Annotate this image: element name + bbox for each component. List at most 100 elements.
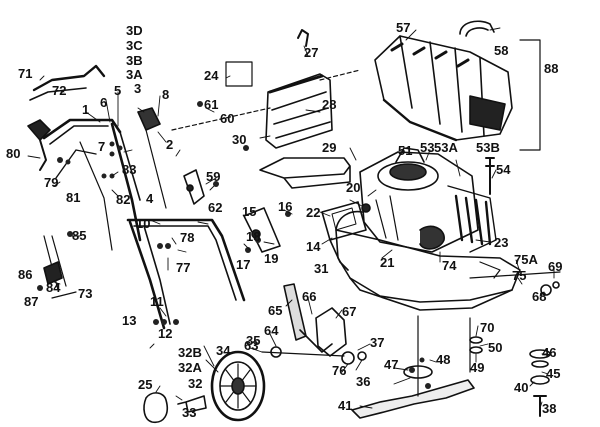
callout: 18 bbox=[246, 229, 261, 244]
callout: 19 bbox=[264, 251, 279, 266]
callout: 61 bbox=[204, 97, 219, 112]
callout: 37 bbox=[370, 335, 385, 350]
callout: 22 bbox=[306, 205, 321, 220]
callout: 69 bbox=[548, 259, 563, 274]
front-wheel bbox=[143, 392, 168, 424]
spark-plug bbox=[485, 157, 495, 195]
callout: 35 bbox=[246, 333, 261, 348]
callout: 82 bbox=[116, 192, 131, 207]
deck-spacer bbox=[529, 349, 551, 385]
callout: 10 bbox=[136, 216, 151, 231]
callout: 48 bbox=[436, 352, 451, 367]
callout: 80 bbox=[6, 146, 21, 161]
callout: 20 bbox=[346, 180, 361, 195]
callout: 2 bbox=[166, 137, 174, 152]
callout: 17 bbox=[236, 257, 251, 272]
callout: 41 bbox=[338, 398, 353, 413]
callout: 74 bbox=[442, 258, 457, 273]
callout: 58 bbox=[494, 43, 509, 58]
cable-assembly bbox=[29, 64, 106, 299]
side-shaft-fittings bbox=[469, 271, 561, 279]
height-adjuster-plate bbox=[315, 307, 347, 357]
callout: 21 bbox=[380, 255, 395, 270]
throttle-lever bbox=[137, 107, 167, 209]
callout: 79 bbox=[44, 175, 59, 190]
callout: 60 bbox=[220, 111, 235, 126]
callout: 54 bbox=[496, 162, 511, 177]
callout: 57 bbox=[396, 20, 411, 35]
cable-clamp bbox=[183, 169, 205, 205]
callout: 3C bbox=[126, 38, 143, 53]
catcher-bag bbox=[374, 35, 513, 142]
height-adjuster-lever bbox=[283, 283, 333, 353]
callout: 72 bbox=[52, 83, 67, 98]
callout: 49 bbox=[470, 360, 485, 375]
callout: 59 bbox=[206, 169, 221, 184]
callout: 32B bbox=[178, 345, 202, 360]
callout: 13 bbox=[122, 313, 137, 328]
callout: 73 bbox=[78, 286, 93, 301]
rear-flap bbox=[321, 201, 371, 271]
callout: 53A bbox=[434, 140, 458, 155]
callout: 3D bbox=[126, 23, 143, 38]
callout: 68 bbox=[532, 289, 547, 304]
blade bbox=[351, 379, 475, 419]
mower-deck bbox=[335, 210, 521, 311]
mounting-bracket bbox=[225, 61, 253, 87]
callout: 53 bbox=[420, 140, 435, 155]
callout: 1 bbox=[82, 102, 90, 117]
callout: 85 bbox=[72, 228, 87, 243]
callout: 47 bbox=[384, 357, 399, 372]
callout: 45 bbox=[546, 366, 561, 381]
callout: 81 bbox=[66, 190, 81, 205]
blade-bolt bbox=[533, 395, 547, 417]
callout: 84 bbox=[46, 280, 61, 295]
callout: 29 bbox=[322, 140, 337, 155]
callout: 28 bbox=[322, 97, 337, 112]
callout: 3A bbox=[126, 67, 143, 82]
callout: 34 bbox=[216, 343, 231, 358]
callout: 15 bbox=[242, 204, 257, 219]
callout: 14 bbox=[306, 239, 321, 254]
callout: 75 bbox=[512, 268, 527, 283]
callout: 62 bbox=[208, 200, 223, 215]
callout: 67 bbox=[342, 304, 357, 319]
callout: 32A bbox=[178, 360, 202, 375]
catcher-handle bbox=[459, 20, 495, 37]
callout: 31 bbox=[314, 261, 329, 276]
callout: 33 bbox=[182, 405, 197, 420]
callout: 4 bbox=[146, 191, 154, 206]
callout: 3B bbox=[126, 53, 143, 68]
callout: 6 bbox=[100, 95, 108, 110]
callout: 27 bbox=[304, 45, 319, 60]
callout: 38 bbox=[542, 401, 557, 416]
callout: 88 bbox=[544, 61, 559, 76]
axle bbox=[261, 351, 345, 357]
engine bbox=[359, 147, 497, 253]
callout: 3 bbox=[134, 81, 142, 96]
wheel-hub-cap bbox=[177, 395, 207, 413]
callout: 76 bbox=[332, 363, 347, 378]
handle-lower bbox=[126, 218, 246, 330]
callout: 70 bbox=[480, 320, 495, 335]
grass-catcher-frame bbox=[265, 29, 333, 149]
callout: 46 bbox=[542, 345, 557, 360]
callout: 23 bbox=[494, 235, 509, 250]
callout: 16 bbox=[278, 199, 293, 214]
callout: 32 bbox=[188, 376, 203, 391]
callout: 24 bbox=[204, 68, 219, 83]
callout: 75A bbox=[514, 252, 538, 267]
callout: 87 bbox=[24, 294, 39, 309]
callout: 7 bbox=[98, 139, 106, 154]
callout: 5 bbox=[114, 83, 122, 98]
handle-upper bbox=[55, 141, 113, 251]
bracket-hardware bbox=[259, 157, 351, 189]
callout: 40 bbox=[514, 380, 529, 395]
rear-wheel-assembly bbox=[210, 350, 266, 422]
callout: 64 bbox=[264, 323, 279, 338]
callout: 53B bbox=[476, 140, 500, 155]
callout: 83 bbox=[122, 162, 137, 177]
callout: 51 bbox=[398, 143, 413, 158]
